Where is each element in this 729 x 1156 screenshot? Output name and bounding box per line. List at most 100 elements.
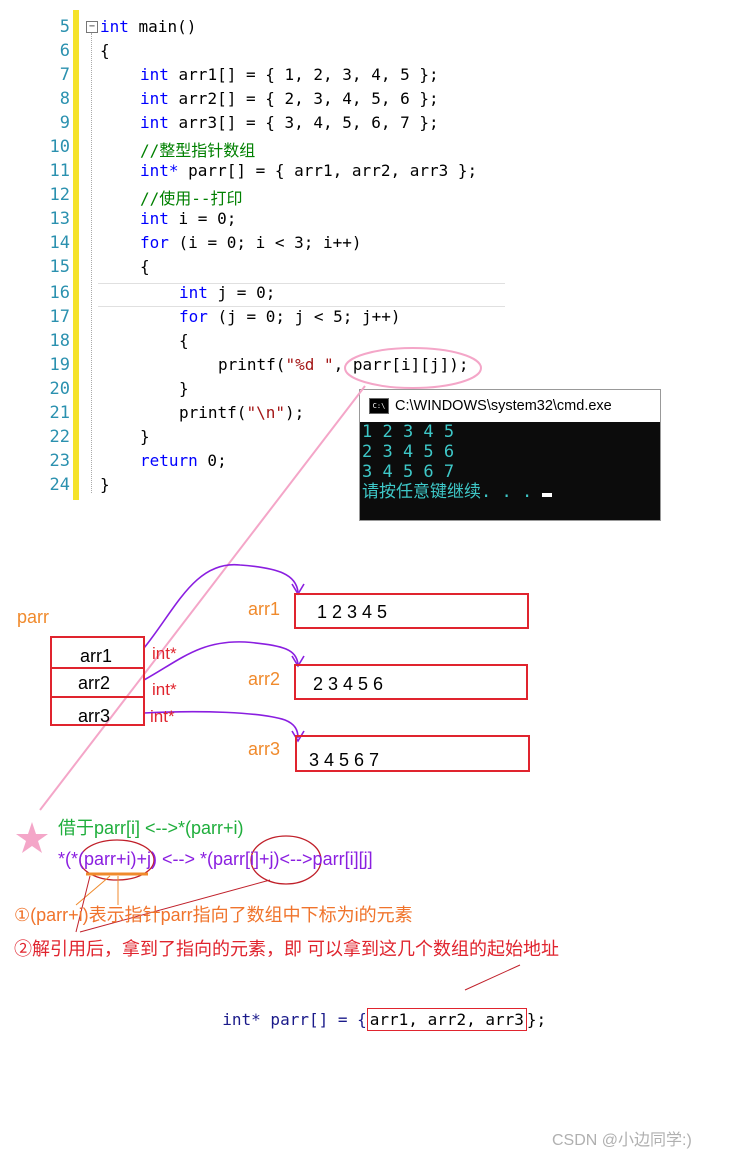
parr-cell: arr3 — [50, 696, 145, 726]
explanation-note-2: ②解引用后，拿到了指向的元素，即 可以拿到这几个数组的起始地址 — [14, 939, 559, 959]
console-line: 2 3 4 5 6 — [362, 442, 455, 462]
outline-guide — [91, 33, 92, 493]
change-margin-bar — [73, 10, 79, 500]
note-connector — [75, 875, 111, 906]
code-line-7[interactable]: int arr1[] = { 1, 2, 3, 4, 5 }; — [140, 65, 439, 84]
array-box: 3 4 5 6 7 — [295, 735, 530, 772]
code-text: ); — [284, 403, 305, 422]
formula-ellipse-2 — [250, 835, 322, 885]
line-number: 7 — [59, 65, 70, 85]
code-line-12[interactable]: //使用--打印 — [140, 189, 243, 208]
line-number: 23 — [49, 451, 70, 471]
line-number: 11 — [49, 161, 70, 181]
code-text: printf( — [218, 355, 286, 374]
array-values: 3 4 5 6 7 — [309, 750, 380, 770]
line-number: 18 — [49, 331, 70, 351]
console-prompt-line: 请按任意键继续. . . — [362, 482, 660, 502]
line-number: 16 — [49, 283, 70, 303]
type-label: int* — [150, 707, 175, 726]
type-label: int* — [152, 680, 177, 699]
string-token: "\n" — [246, 403, 285, 422]
code-text: int* parr[] = { — [222, 1010, 367, 1029]
code-line-8[interactable]: int arr2[] = { 2, 3, 4, 5, 6 }; — [140, 89, 439, 108]
line-number: 5 — [59, 17, 70, 37]
pointer-arrow-3 — [143, 710, 299, 739]
code-text: } — [140, 427, 150, 446]
array-values: 1 2 3 4 5 — [317, 602, 388, 622]
pointer-line — [39, 385, 366, 811]
code-line-24[interactable]: } — [100, 475, 110, 494]
code-text: { — [100, 41, 110, 60]
collapse-toggle-icon[interactable]: − — [86, 21, 98, 33]
console-prompt: 请按任意键继续. . . — [362, 482, 533, 502]
type-label: int* — [152, 644, 177, 663]
code-line-9[interactable]: int arr3[] = { 3, 4, 5, 6, 7 }; — [140, 113, 439, 132]
console-window[interactable]: C:\ C:\WINDOWS\system32\cmd.exe 1 2 3 4 … — [359, 389, 661, 521]
console-titlebar[interactable]: C:\ C:\WINDOWS\system32\cmd.exe — [360, 390, 660, 422]
code-line-10[interactable]: //整型指针数组 — [140, 141, 256, 160]
console-line: 1 2 3 4 5 — [362, 422, 455, 442]
code-line-5[interactable]: int main() — [100, 17, 196, 36]
keyword-token: int — [140, 89, 169, 108]
console-title: C:\WINDOWS\system32\cmd.exe — [395, 398, 612, 414]
parr-cell-text: arr2 — [78, 673, 111, 693]
code-line-16[interactable]: int j = 0; — [179, 283, 275, 302]
code-text: parr[] = { arr1, arr2, arr3 }; — [178, 161, 478, 180]
star-icon — [16, 822, 48, 853]
console-line: 3 4 5 6 7 — [362, 462, 455, 482]
keyword-token: int — [140, 209, 169, 228]
code-line-11[interactable]: int* parr[] = { arr1, arr2, arr3 }; — [140, 161, 477, 180]
code-text: (i = 0; i < 3; i++) — [168, 233, 362, 252]
code-line-17[interactable]: for (j = 0; j < 5; j++) — [179, 307, 401, 326]
note-connector — [464, 964, 521, 991]
text-cursor — [542, 493, 553, 497]
line-number: 24 — [49, 475, 70, 495]
line-number: 12 — [49, 185, 70, 205]
code-text: arr2[] = { 2, 3, 4, 5, 6 }; — [168, 89, 439, 108]
arrow-head-icon — [291, 730, 305, 743]
arrow-head-icon — [291, 655, 305, 668]
code-line-14[interactable]: for (i = 0; i < 3; i++) — [140, 233, 362, 252]
code-text: { — [140, 257, 150, 276]
code-line-22[interactable]: } — [140, 427, 150, 446]
highlight-ellipse — [344, 347, 482, 389]
code-text: (j = 0; j < 5; j++) — [207, 307, 401, 326]
keyword-token: int — [179, 283, 208, 302]
code-line-21[interactable]: printf("\n"); — [179, 403, 304, 422]
cmd-icon: C:\ — [369, 398, 389, 414]
code-text: }; — [526, 1010, 547, 1029]
string-token: "%d " — [285, 355, 334, 374]
code-text: 0; — [197, 451, 227, 470]
code-line-20[interactable]: } — [179, 379, 189, 398]
keyword-token: for — [140, 233, 169, 252]
code-text: main() — [128, 17, 197, 36]
code-text: } — [179, 379, 189, 398]
line-number: 17 — [49, 307, 70, 327]
code-text: arr1[] = { 1, 2, 3, 4, 5 }; — [168, 65, 439, 84]
code-line-15[interactable]: { — [140, 257, 150, 276]
array-box: 2 3 4 5 6 — [294, 664, 528, 700]
code-line-23[interactable]: return 0; — [140, 451, 227, 470]
line-number: 13 — [49, 209, 70, 229]
code-text: j = 0; — [207, 283, 276, 302]
array-label: arr1 — [248, 599, 281, 619]
code-line-6[interactable]: { — [100, 41, 110, 60]
pointer-arrow-2 — [143, 641, 299, 681]
code-line-18[interactable]: { — [179, 331, 189, 350]
array-box: 1 2 3 4 5 — [294, 593, 529, 629]
watermark: CSDN @小边同学:) — [552, 1132, 692, 1149]
formula-ellipse-1 — [79, 839, 155, 881]
parr-cell-text: arr1 — [80, 646, 113, 666]
keyword-token: for — [179, 307, 208, 326]
keyword-token: return — [140, 451, 198, 470]
line-number: 9 — [59, 113, 70, 133]
current-line-highlight — [98, 283, 505, 307]
code-line-19[interactable]: printf("%d ", parr[i][j]); — [218, 355, 468, 374]
note-connector — [75, 875, 91, 933]
line-number: 8 — [59, 89, 70, 109]
code-line-13[interactable]: int i = 0; — [140, 209, 236, 228]
pointer-arrow-1 — [143, 563, 299, 649]
line-number: 10 — [49, 137, 70, 157]
code-text: printf( — [179, 403, 247, 422]
